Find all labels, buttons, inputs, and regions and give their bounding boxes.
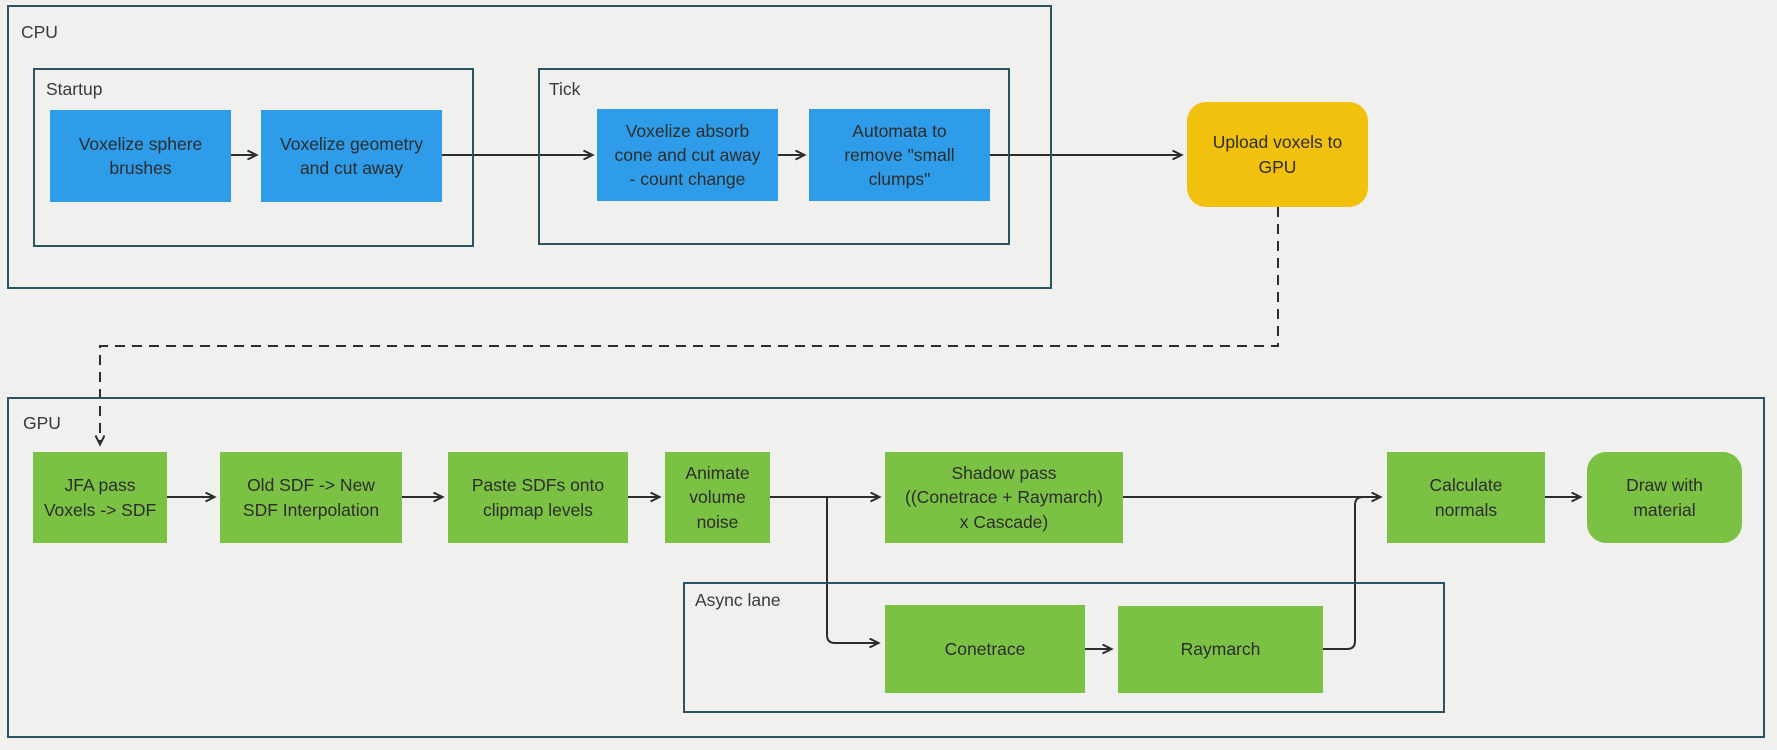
node-shadow-pass: Shadow pass ((Conetrace + Raymarch) x Ca… xyxy=(885,452,1123,543)
node-paste-sdfs-clipmap: Paste SDFs onto clipmap levels xyxy=(448,452,628,543)
gpu-label: GPU xyxy=(23,413,61,433)
startup-label: Startup xyxy=(46,79,103,99)
tick-label: Tick xyxy=(549,79,581,99)
cpu-container xyxy=(7,5,1052,289)
cpu-label: CPU xyxy=(21,22,58,42)
async-lane-container xyxy=(683,582,1445,713)
node-conetrace: Conetrace xyxy=(885,605,1085,693)
node-raymarch: Raymarch xyxy=(1118,606,1323,693)
node-automata-remove-clumps: Automata to remove "small clumps" xyxy=(809,109,990,201)
node-jfa-pass: JFA pass Voxels -> SDF xyxy=(33,452,167,543)
node-calculate-normals: Calculate normals xyxy=(1387,452,1545,543)
node-voxelize-geometry-cut-away: Voxelize geometry and cut away xyxy=(261,110,442,202)
node-voxelize-absorb-cone: Voxelize absorb cone and cut away - coun… xyxy=(597,109,778,201)
node-draw-with-material: Draw with material xyxy=(1587,452,1742,543)
startup-container xyxy=(33,68,474,247)
node-animate-volume-noise: Animate volume noise xyxy=(665,452,770,543)
node-sdf-interpolation: Old SDF -> New SDF Interpolation xyxy=(220,452,402,543)
node-voxelize-sphere-brushes: Voxelize sphere brushes xyxy=(50,110,231,202)
tick-container xyxy=(538,68,1010,245)
async-lane-label: Async lane xyxy=(695,590,781,610)
gpu-container xyxy=(7,397,1765,738)
node-upload-voxels-to-gpu: Upload voxels to GPU xyxy=(1187,102,1368,207)
